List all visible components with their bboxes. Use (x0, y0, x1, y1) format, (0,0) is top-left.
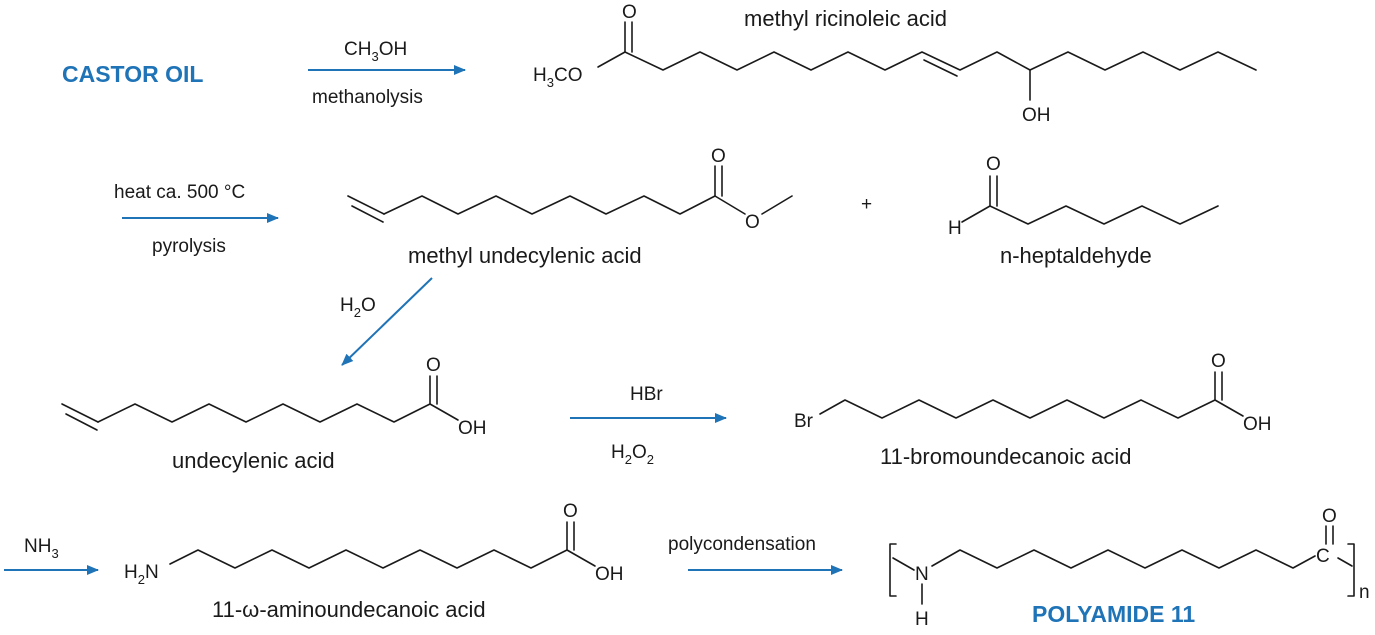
svg-text:O: O (986, 154, 1001, 175)
svg-text:O: O (1211, 351, 1226, 372)
svg-text:O: O (426, 355, 441, 376)
reagent-ammonia: NH3 (24, 536, 59, 561)
methyl-ricinoleic-label: methyl ricinoleic acid (744, 6, 947, 31)
reagent-hbr: HBr (630, 384, 663, 405)
polyamide-11-repeat-unit: N H O C n (889, 506, 1370, 630)
svg-text:O: O (1322, 506, 1337, 527)
conditions-heat: heat ca. 500 °C (114, 182, 245, 203)
svg-text:C: C (1316, 546, 1330, 567)
svg-text:OH: OH (1022, 105, 1051, 126)
aminoundecanoic-acid-label: 11-ω-aminoundecanoic acid (212, 597, 486, 622)
undecylenic-acid-structure: O OH (61, 355, 487, 439)
svg-text:O: O (711, 146, 726, 167)
plus-sign: + (861, 194, 872, 215)
polyamide-11-title: POLYAMIDE 11 (1032, 601, 1195, 627)
n-heptaldehyde-structure: H O (948, 154, 1219, 239)
bromoundecanoic-acid-label: 11-bromoundecanoic acid (880, 444, 1132, 469)
bromoundecanoic-acid-structure: Br O OH (794, 351, 1272, 435)
process-pyrolysis: pyrolysis (152, 236, 226, 257)
svg-text:H2N: H2N (124, 562, 159, 587)
svg-text:H3CO: H3CO (533, 65, 582, 90)
svg-text:H: H (948, 218, 962, 239)
castor-oil-title: CASTOR OIL (62, 61, 203, 87)
svg-text:H: H (915, 609, 929, 630)
reaction-arrow-hydrolysis (341, 277, 433, 366)
svg-text:Br: Br (794, 411, 814, 432)
reagent-methanol: CH3OH (344, 39, 407, 64)
methyl-ricinoleic-structure: H3CO O OH (533, 2, 1257, 126)
svg-text:OH: OH (458, 418, 487, 439)
aminoundecanoic-acid-structure: H2N O OH (124, 501, 624, 587)
undecylenic-acid-label: undecylenic acid (172, 448, 335, 473)
methyl-undecylenic-structure: O O (347, 146, 793, 233)
svg-text:n: n (1359, 582, 1370, 603)
reagent-water: H2O (340, 295, 376, 320)
svg-text:OH: OH (1243, 414, 1272, 435)
reagent-peroxide: H2O2 (611, 442, 654, 467)
svg-text:O: O (622, 2, 637, 23)
svg-text:O: O (745, 212, 760, 233)
svg-text:N: N (915, 564, 929, 585)
n-heptaldehyde-label: n-heptaldehyde (1000, 243, 1152, 268)
process-polycondensation: polycondensation (668, 534, 816, 555)
methyl-undecylenic-label: methyl undecylenic acid (408, 243, 642, 268)
svg-text:OH: OH (595, 564, 624, 585)
svg-text:O: O (563, 501, 578, 522)
process-methanolysis: methanolysis (312, 87, 423, 108)
